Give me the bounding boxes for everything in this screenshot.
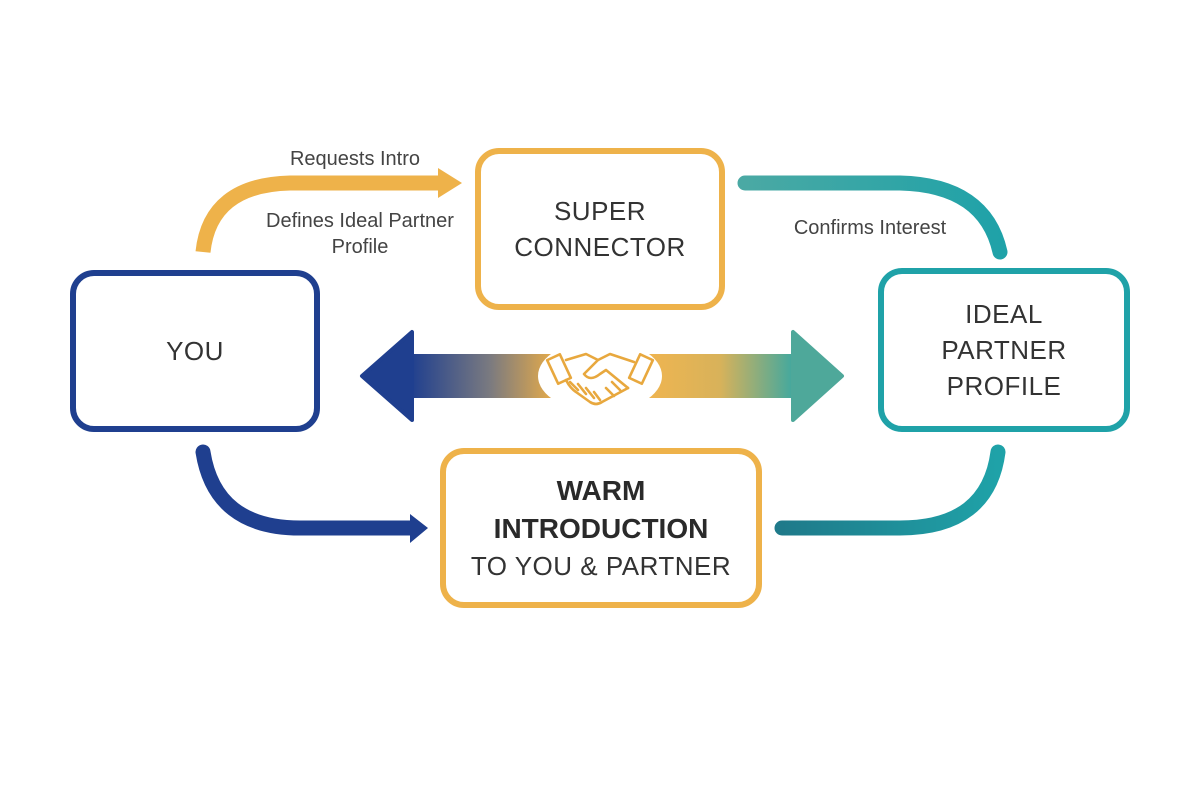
confirms-interest-connector (737, 175, 1008, 260)
double-arrow (360, 330, 844, 422)
double-arrow-right-shaft (645, 354, 795, 398)
partner-to-intro-connector (774, 444, 1006, 536)
label-confirms-interest: Confirms Interest (793, 217, 947, 239)
node-warm-intro-subtitle: TO YOU & PARTNER (470, 551, 732, 581)
requests-intro-arrow (195, 168, 462, 254)
node-you-label: YOU (166, 336, 224, 366)
node-super-connector-line-1: SUPER (553, 196, 647, 226)
node-ideal-partner-profile[interactable]: IDEAL PARTNER PROFILE (878, 268, 1130, 432)
double-arrow-left-shaft (410, 354, 555, 398)
you-to-intro-arrow (195, 444, 428, 543)
double-arrow-right-head (791, 330, 844, 422)
node-warm-intro-title-2: INTRODUCTION (493, 513, 709, 544)
node-super-connector-line-2: CONNECTOR (514, 232, 686, 262)
label-defines-profile-line-2: Profile (331, 236, 389, 258)
label-defines-profile-line-1: Defines Ideal Partner (266, 210, 454, 232)
node-warm-introduction[interactable]: WARM INTRODUCTION TO YOU & PARTNER (440, 448, 762, 608)
node-ideal-partner-line-2: PARTNER (941, 335, 1067, 365)
handshake-icon (545, 352, 655, 406)
label-defines-profile: Defines Ideal Partner Profile (240, 208, 480, 260)
node-super-connector[interactable]: SUPER CONNECTOR (475, 148, 725, 310)
double-arrow-left-head (360, 330, 414, 422)
node-you[interactable]: YOU (70, 270, 320, 432)
label-requests-intro: Requests Intro (289, 148, 421, 170)
node-ideal-partner-line-1: IDEAL (965, 299, 1043, 329)
node-warm-intro-title-1: WARM (556, 475, 646, 506)
node-ideal-partner-line-3: PROFILE (946, 371, 1062, 401)
